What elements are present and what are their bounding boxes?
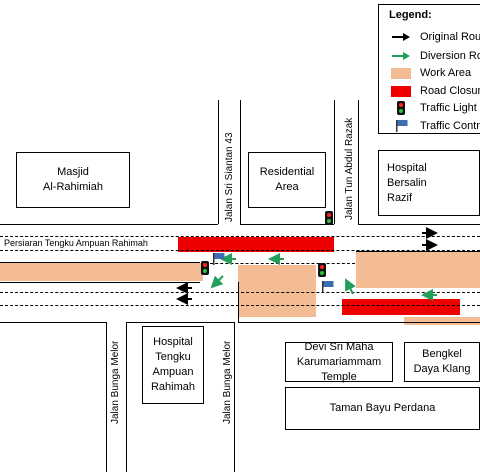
legend-title: Legend: <box>389 9 432 21</box>
legend-panel: Legend: Original Route Diversion Route W… <box>378 4 480 134</box>
building-hospital-tengku-ampuan-rahimah: Hospital Tengku Ampuan Rahimah <box>142 326 204 404</box>
bunga-melor-left-road-right <box>126 322 127 472</box>
traffic-control-flag-icon <box>396 120 408 132</box>
median-north <box>0 262 200 263</box>
legend-label-work-area: Work Area <box>420 67 472 79</box>
traffic-light-icon <box>397 101 405 115</box>
bunga-melor-left-road-left <box>106 322 107 472</box>
traffic-control-flag-icon <box>213 253 225 265</box>
bunga-melor-right-road-right <box>238 282 239 322</box>
traffic-control-flag-icon <box>322 281 334 293</box>
median-south <box>0 282 200 283</box>
traffic-light-icon <box>318 263 326 277</box>
road-edge-south-left <box>0 322 106 323</box>
building-hospital-bersalin-razif: Hospital Bersalin Razif <box>378 150 480 216</box>
diversion-route-arrow <box>210 275 224 289</box>
lane-dash-5 <box>0 305 480 306</box>
lane-dash-1 <box>0 236 480 237</box>
road-label-persiaran-tengku-ampuan-rahimah: Persiaran Tengku Ampuan Rahimah <box>4 238 148 248</box>
sri-siantan-road-left <box>218 100 219 224</box>
work-area-right-strip <box>404 317 480 325</box>
traffic-light-icon <box>201 261 209 275</box>
lane-dash-2 <box>0 250 480 251</box>
building-residential-area: Residential Area <box>248 152 326 208</box>
road-edge-north-left <box>0 224 218 225</box>
road-closure-south <box>342 299 460 315</box>
work-area-center <box>238 265 316 317</box>
legend-label-traffic-control: Traffic Control <box>420 120 480 132</box>
bunga-melor-right-road-left <box>234 322 235 472</box>
legend-label-road-closure: Road Closure <box>420 85 480 97</box>
work-area-swatch <box>391 68 411 79</box>
building-devi-sri-maha-temple: Devi Sri Maha Karumariammam Temple <box>285 341 393 383</box>
lane-dash-3 <box>205 263 355 264</box>
tun-razak-road-left <box>334 100 335 224</box>
black-arrow-icon <box>392 33 410 41</box>
road-closure-north <box>178 237 334 252</box>
diversion-route-arrow <box>345 278 356 295</box>
tun-razak-road-right <box>358 100 359 224</box>
building-taman-bayu-perdana: Taman Bayu Perdana <box>285 387 480 430</box>
road-edge-south-right <box>238 322 480 323</box>
legend-label-traffic-light: Traffic Light <box>420 102 477 114</box>
road-edge-south-mid <box>126 322 234 323</box>
legend-label-diversion-route: Diversion Route <box>420 50 480 62</box>
work-area-left <box>0 263 203 281</box>
building-masjid-al-rahimiah: Masjid Al-Rahimiah <box>16 152 130 208</box>
work-area-right <box>356 252 480 288</box>
road-edge-north-mid <box>240 224 334 225</box>
sri-siantan-road-right <box>240 100 241 224</box>
lane-dash-4 <box>0 292 480 293</box>
road-closure-swatch <box>391 86 411 97</box>
legend-label-original-route: Original Route <box>420 31 480 43</box>
median-right-top <box>356 251 480 252</box>
road-edge-north-right <box>358 224 480 225</box>
building-bengkel-daya-klang: Bengkel Daya Klang <box>404 342 480 382</box>
traffic-light-icon <box>325 211 333 225</box>
green-arrow-icon <box>392 52 410 60</box>
